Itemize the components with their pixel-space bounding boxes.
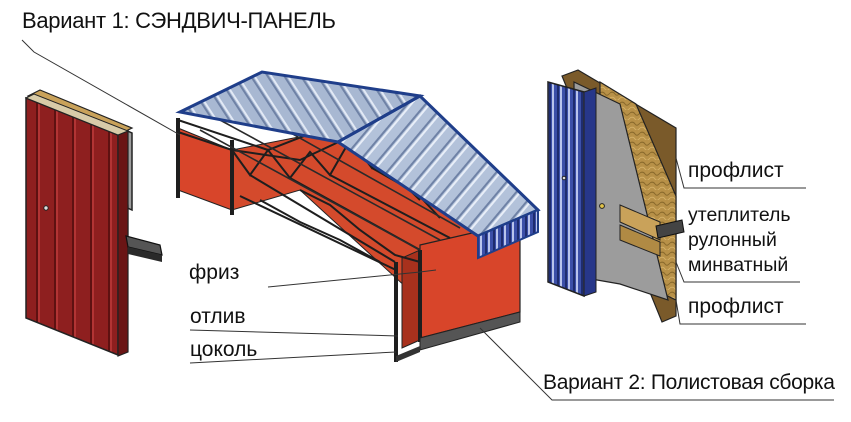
insulation-label-line3: минватный [688, 254, 789, 276]
variant1-title: Вариант 1: СЭНДВИЧ-ПАНЕЛЬ [22, 8, 336, 33]
sandwich-panel-illustration [24, 89, 163, 357]
otliv-label: отлив [190, 305, 246, 328]
leader-lines [21, 39, 834, 401]
friz-label: фриз [189, 261, 240, 284]
proflist-bottom-label: профлист [688, 295, 784, 318]
insulation-label-line2: рулонный [688, 229, 777, 251]
sheet-assembly-illustration [547, 69, 685, 323]
variant2-title: Вариант 2: Полистовая сборка [543, 371, 835, 394]
proflist-top-label: профлист [688, 159, 784, 182]
tsokol-label: цоколь [190, 338, 258, 361]
insulation-label-line1: утеплитель [688, 204, 791, 226]
building-frame-illustration [175, 70, 541, 362]
